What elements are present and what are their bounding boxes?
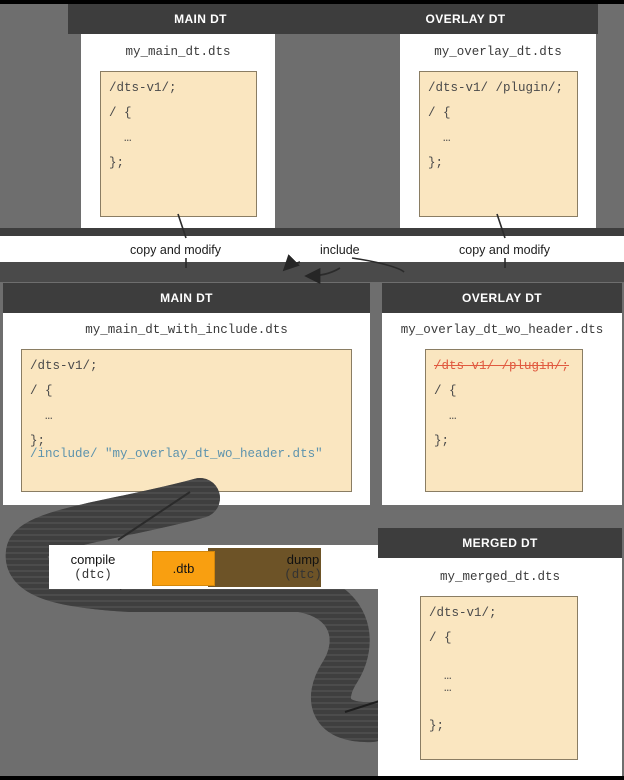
row2-overlay-dt-card: my_overlay_dt_wo_header.dts /dts-v1/ /pl… [382,313,622,505]
code-line: /dts-v1/; [30,359,98,373]
dtb-shadow-block [208,548,321,587]
merged-dt-card: my_merged_dt.dts /dts-v1/; / { … … }; [378,558,622,776]
top-edge-strip [0,0,624,4]
code-line [429,657,577,670]
compile-label: compile [70,552,116,567]
merged-dt-filename: my_merged_dt.dts [439,570,561,584]
code-line: … [109,131,132,145]
row2-main-dt-card: my_main_dt_with_include.dts /dts-v1/; / … [3,313,370,505]
row2-overlay-dt-header: OVERLAY DT [382,283,622,313]
dtb-artifact-box[interactable]: .dtb [152,551,215,586]
code-line: / { [429,631,452,645]
row2-main-dt-filename: my_main_dt_with_include.dts [85,323,288,337]
row1-overlay-dt-title: OVERLAY DT [425,12,506,26]
row1-overlay-dt-code: /dts-v1/ /plugin/; / { … }; [419,71,578,217]
dump-tool: (dtc) [284,567,322,582]
code-line [30,423,351,436]
include-target: "my_overlay_dt_wo_header.dts" [105,446,323,461]
merged-dt-header: MERGED DT [378,528,622,558]
band-bottom-shadow [0,262,624,282]
row2-overlay-dt-filename: my_overlay_dt_wo_header.dts [400,323,604,337]
code-line [30,398,351,411]
code-line: … [434,409,457,423]
row1-main-dt-filename: my_main_dt.dts [125,45,231,59]
code-line: }; [109,156,125,170]
dump-label: dump [286,552,320,567]
bottom-edge-strip [0,776,624,780]
label-include: include [320,243,360,257]
label-copy-and-modify-right: copy and modify [459,243,551,257]
merged-dt-code: /dts-v1/; / { … … }; [420,596,578,760]
code-line: /dts-v1/; [429,606,497,620]
include-directive: /include/ [30,446,98,461]
code-line: / { [30,384,53,398]
row1-main-dt-card: my_main_dt.dts /dts-v1/; / { … }; [81,34,275,228]
code-line: … [429,681,452,695]
code-line [429,695,577,708]
row2-main-dt-header: MAIN DT [3,283,370,313]
struck-header-line: /dts-v1/ /plugin/; [434,359,570,373]
code-line: … [428,131,451,145]
code-line [109,145,256,158]
code-line [429,645,577,658]
code-line [429,707,577,720]
row1-main-dt-code: /dts-v1/; / { … }; [100,71,257,217]
dump-step-label: dump (dtc) [272,552,334,582]
code-line [434,423,582,436]
include-statement: /include/ "my_overlay_dt_wo_header.dts" [30,446,351,461]
row1-header-bar: MAIN DT OVERLAY DT [68,4,598,34]
code-line: }; [428,156,444,170]
code-line: / { [434,384,457,398]
code-line: / { [428,106,451,120]
row1-overlay-dt-card: my_overlay_dt.dts /dts-v1/ /plugin/; / {… [400,34,596,228]
code-line: /dts-v1/ /plugin/; [428,81,564,95]
band-top-shadow [0,228,624,236]
row1-main-dt-title: MAIN DT [174,12,227,26]
code-line: }; [434,434,450,448]
code-line: }; [429,718,445,733]
compile-dump-flow-path [5,478,392,743]
compile-tool: (dtc) [74,567,112,582]
row2-overlay-dt-code: /dts-v1/ /plugin/; / { … }; [425,349,583,492]
row1-overlay-dt-filename: my_overlay_dt.dts [434,45,562,59]
row2-main-dt-code: /dts-v1/; / { … }; /include/ "my_overlay… [21,349,352,492]
code-line: }; [30,434,46,448]
code-line: /dts-v1/; [109,81,177,95]
code-line [428,145,577,158]
label-copy-and-modify-left: copy and modify [130,243,222,257]
connector-label-band [0,236,624,262]
code-line: … [429,668,452,683]
code-line: / { [109,106,132,120]
code-line [30,373,351,386]
compile-step-label: compile (dtc) [54,552,132,582]
code-line: … [30,409,53,423]
